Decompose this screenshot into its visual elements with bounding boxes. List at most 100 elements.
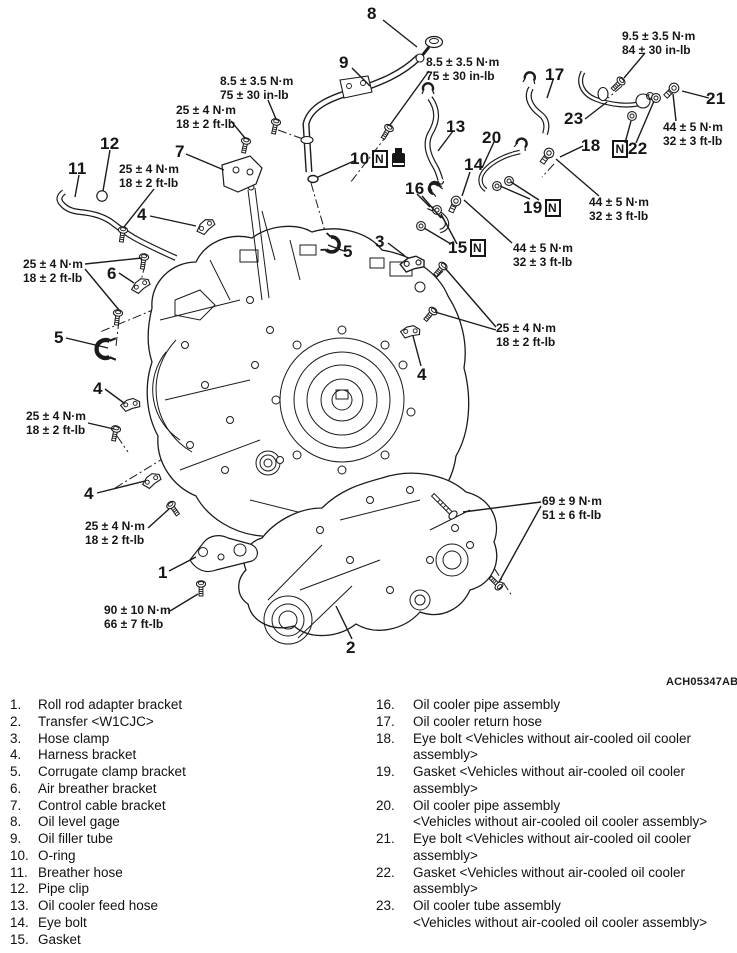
callout-5b: 5 (343, 242, 353, 261)
callout-4a: 4 (137, 205, 147, 224)
exploded-diagram (56, 19, 710, 645)
callout-8: 8 (367, 4, 377, 23)
list-item-wrap: assembly> (413, 747, 478, 763)
list-item: 10.O-ring (10, 847, 76, 863)
bolt-icon (378, 122, 396, 142)
oil-filler-tube (300, 54, 422, 173)
corrugate-clamp-bracket-5a (97, 338, 116, 360)
figure-code: ACH05347AB (666, 676, 737, 688)
list-item: 3.Hose clamp (10, 730, 110, 746)
list-item: 21.Eye bolt <Vehicles without air-cooled… (376, 831, 692, 846)
callout-18: 18 (581, 136, 601, 155)
gasket-22 (651, 93, 661, 103)
callout-21: 21 (706, 89, 726, 108)
list-item: 13.Oil cooler feed hose (10, 898, 159, 913)
callout-14: 14 (464, 155, 484, 174)
harness-bracket-4a (194, 217, 218, 237)
eye-bolt-21 (661, 80, 682, 101)
control-cable-bracket-7 (221, 155, 263, 193)
list-item: 12.Pipe clip (10, 881, 90, 897)
list-item: 6.Air breather bracket (10, 780, 157, 796)
breather-hose (56, 189, 178, 261)
list-item-wrap: assembly> (413, 881, 478, 897)
callout-4b: 4 (93, 379, 103, 398)
gasket-22 (627, 111, 637, 121)
o-ring (307, 174, 319, 184)
list-item: 4.Harness bracket (10, 747, 137, 763)
list-item: 5.Corrugate clamp bracket (10, 764, 186, 779)
oil-cooler-return-hose (525, 86, 550, 135)
eye-bolt-18 (537, 145, 557, 167)
list-item: 18.Eye bolt <Vehicles without air-cooled… (376, 730, 692, 746)
list-item: 7.Control cable bracket (10, 797, 166, 813)
list-item: 17.Oil cooler return hose (376, 713, 543, 729)
callout-11: 11 (68, 159, 87, 178)
bolt-icon (238, 136, 252, 155)
callout-23: 23 (564, 109, 584, 128)
pipe-clip (96, 190, 108, 202)
list-item: 16.Oil cooler pipe assembly (376, 697, 561, 712)
bolt-icon (137, 252, 150, 271)
roll-rod-adapter-bracket (189, 535, 258, 573)
new-part-symbol: N (469, 239, 486, 257)
parts-list-left-column: 1.Roll rod adapter bracket 2.Transfer <W… (10, 697, 366, 948)
hose-clamp-icon (420, 82, 436, 96)
harness-bracket-4b (119, 395, 142, 415)
callout-12: 12 (100, 134, 120, 153)
transfer-case (238, 472, 498, 645)
oil-level-gage (415, 35, 444, 63)
list-item: 8.Oil level gage (10, 814, 120, 830)
hose-clamp-icon (512, 135, 531, 153)
list-item: 22.Gasket <Vehicles without air-cooled o… (376, 864, 686, 880)
callout-9: 9 (339, 53, 349, 72)
eye-bolt-14 (446, 194, 463, 215)
air-breather-bracket-6 (129, 276, 152, 295)
new-part-symbol: N (371, 150, 388, 168)
list-item: 19.Gasket <Vehicles without air-cooled o… (376, 764, 686, 779)
oil-cooler-pipe-assembly-20 (478, 149, 521, 192)
callout-1: 1 (158, 563, 168, 582)
callout-3: 3 (375, 232, 385, 251)
callout-4d: 4 (417, 365, 427, 384)
callout-2: 2 (346, 638, 356, 657)
list-item: 2.Transfer <W1CJC> (10, 713, 154, 729)
bolt-icon (164, 499, 183, 519)
hose-clamp-icon (521, 70, 538, 86)
list-item: 23.Oil cooler tube assembly (376, 898, 561, 913)
callout-5a: 5 (54, 328, 64, 347)
list-item: 9.Oil filler tube (10, 831, 114, 846)
transmission-housing (146, 183, 470, 549)
gasket-15 (416, 221, 426, 231)
callout-20: 20 (482, 128, 502, 147)
gasket-19 (504, 176, 514, 186)
callout-4c: 4 (84, 484, 94, 503)
oil-cooler-feed-hose (424, 96, 444, 185)
oil-cooler-tube-assembly-23 (578, 70, 654, 109)
list-item-wrap: <Vehicles without air-cooled oil cooler … (413, 914, 708, 930)
lubricant-bottle-icon (391, 148, 405, 167)
leader-lines (65, 19, 710, 640)
list-item: 1.Roll rod adapter bracket (10, 697, 183, 712)
list-item: 15.Gasket (10, 931, 81, 947)
list-item: 11.Breather hose (10, 864, 123, 880)
list-item-wrap: assembly> (413, 780, 478, 796)
